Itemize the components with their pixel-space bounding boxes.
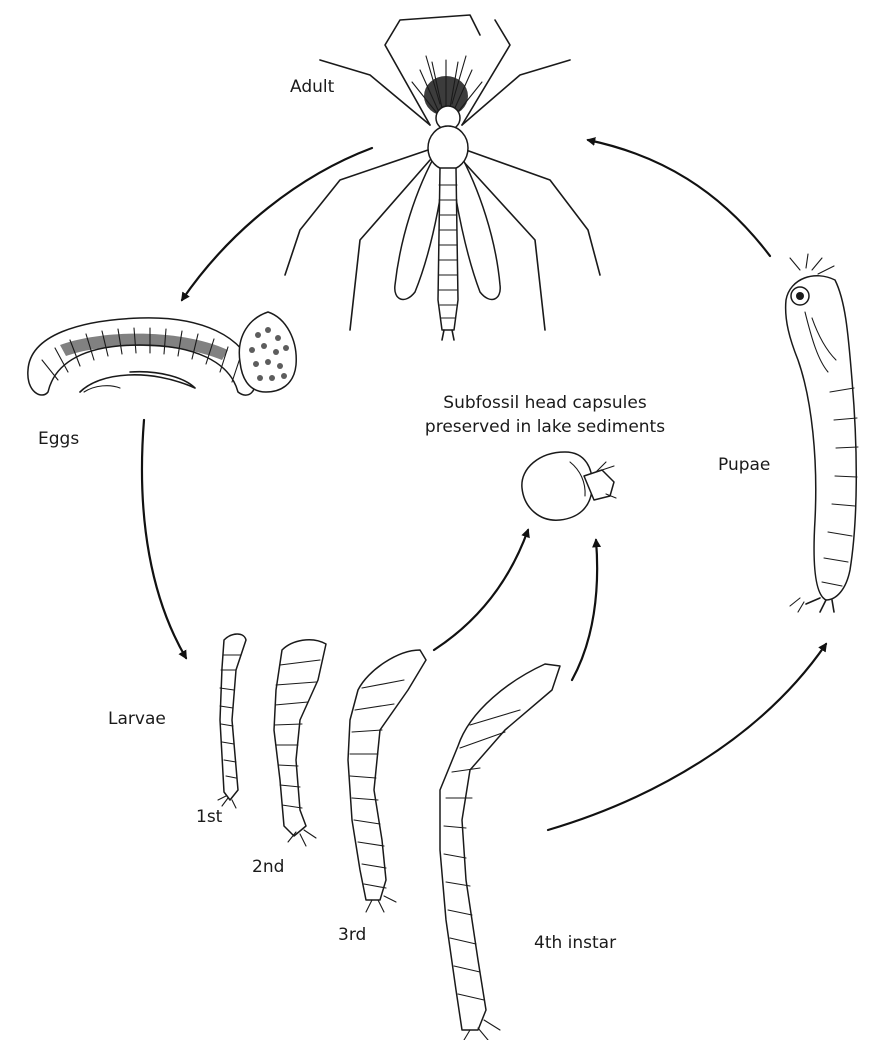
arrow-adult-to-eggs (182, 148, 372, 300)
adult-midge-illustration (285, 15, 600, 340)
pupa-illustration (786, 254, 858, 612)
label-adult: Adult (290, 77, 335, 97)
label-subfossil-line1: Subfossil head capsules (443, 393, 647, 413)
larva-3rd-instar (348, 650, 426, 912)
label-instar-1st: 1st (196, 807, 223, 827)
larva-2nd-instar (274, 640, 326, 846)
arrow-pupae-to-adult (588, 140, 770, 256)
arrow-4th-to-pupae (548, 644, 826, 830)
label-instar-4th: 4th instar (534, 933, 616, 953)
egg-mass-illustration (28, 318, 256, 395)
adult-abdomen (438, 168, 458, 330)
arrow-eggs-to-larvae (142, 420, 186, 658)
label-instar-3rd: 3rd (338, 925, 366, 945)
arrow-3rd-to-subfossil (434, 530, 528, 650)
label-eggs: Eggs (38, 429, 79, 449)
label-subfossil-line2: preserved in lake sediments (425, 417, 665, 437)
larva-1st-instar (218, 634, 246, 808)
label-larvae: Larvae (108, 709, 166, 729)
label-pupae: Pupae (718, 455, 770, 475)
subfossil-head-capsule-illustration (522, 452, 616, 520)
label-instar-2nd: 2nd (252, 857, 284, 877)
larva-4th-instar (440, 664, 560, 1040)
egg-cluster-illustration (239, 312, 296, 392)
adult-thorax (428, 126, 468, 170)
arrow-4th-to-subfossil (572, 540, 597, 680)
